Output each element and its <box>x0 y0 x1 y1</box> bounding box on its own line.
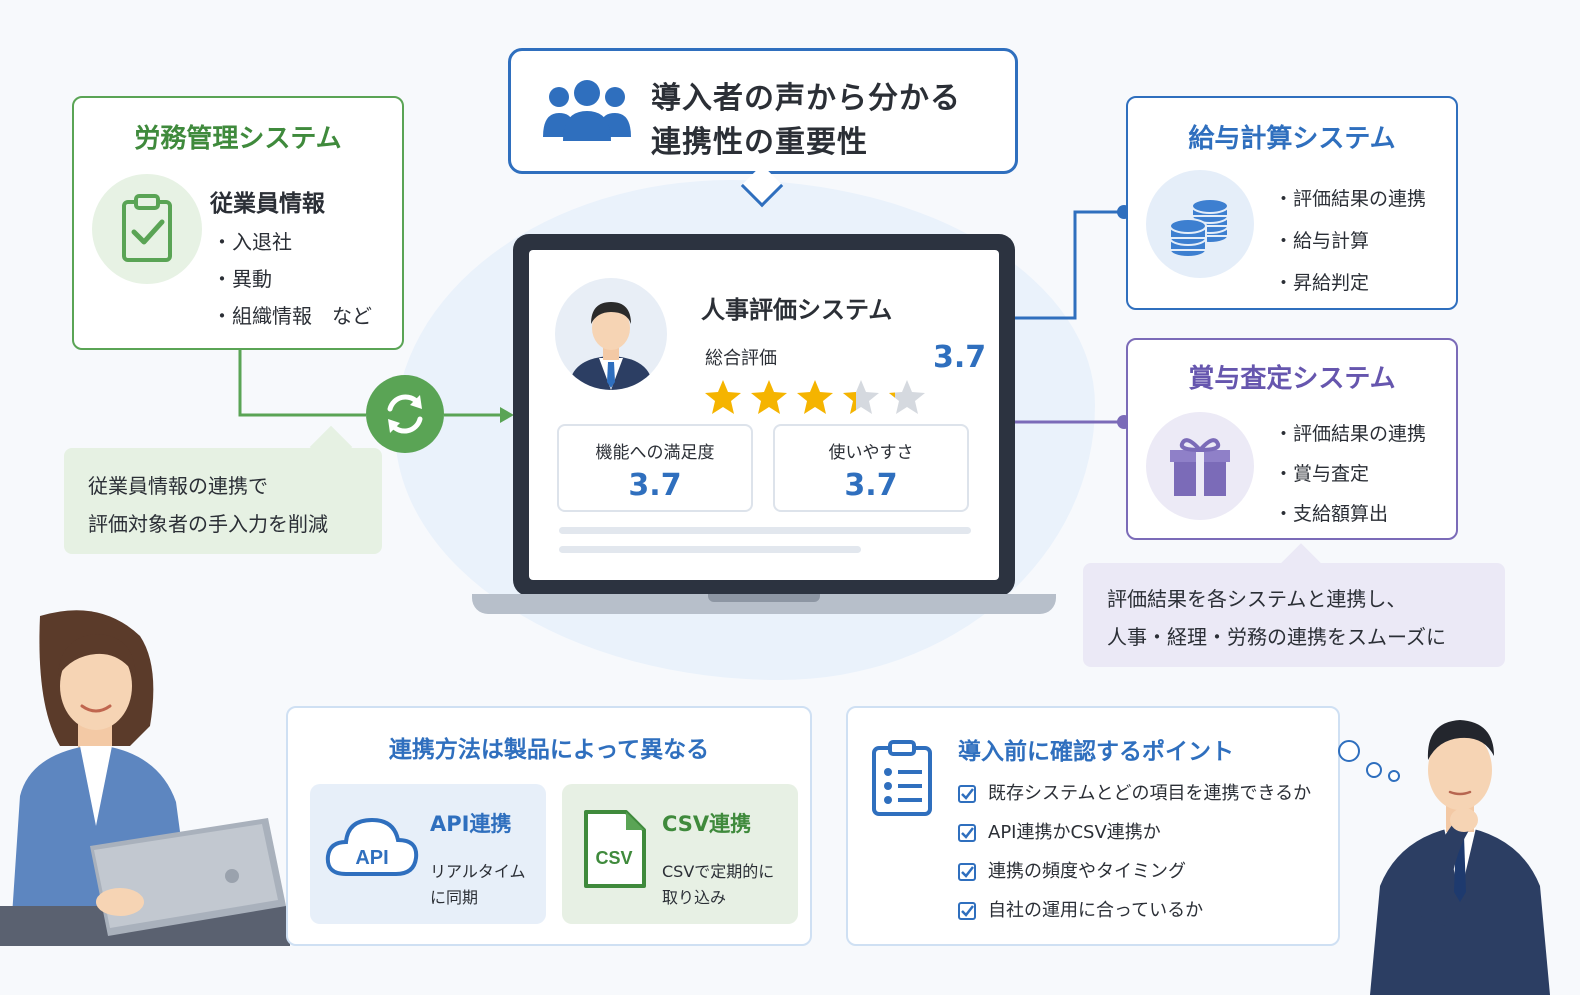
payroll-items: ・評価結果の連携 ・給与計算 ・昇給判定 <box>1274 178 1426 304</box>
checkpoints-card: 導入前に確認するポイント 既存システムとどの項目を連携できるか API連携かCS… <box>846 706 1340 946</box>
page-title-line1: 導入者の声から分かる <box>651 81 961 116</box>
overall-value: 3.7 <box>933 340 987 375</box>
star-rating <box>705 380 925 414</box>
checkpoint-item: 連携の頻度やタイミング <box>956 858 1311 897</box>
checkpoints-title: 導入前に確認するポイント <box>958 739 1234 765</box>
star-icon <box>705 380 741 414</box>
metric-value: 3.7 <box>628 468 682 503</box>
bonus-item: ・賞与査定 <box>1274 463 1370 485</box>
thinking-man-illustration <box>1370 720 1550 995</box>
star-half-icon <box>843 380 879 414</box>
title-bubble: 導入者の声から分かる 連携性の重要性 <box>508 48 1018 208</box>
labor-system-title: 労務管理システム <box>134 124 342 154</box>
metric-label: 使いやすさ <box>828 443 914 463</box>
laptop-screen: 人事評価システム 総合評価 3.7 機能への満足度 3.7 使い <box>513 234 1015 596</box>
checklist-clipboard-icon <box>872 740 932 816</box>
csv-title: CSV連携 <box>662 812 752 836</box>
payroll-item: ・評価結果の連携 <box>1274 188 1427 210</box>
labor-note-line1: 従業員情報の連携で <box>88 474 268 498</box>
star-empty-icon <box>889 380 925 414</box>
checkbox-checked-icon <box>958 824 976 842</box>
bonus-items: ・評価結果の連携 ・賞与査定 ・支給額算出 <box>1274 414 1426 534</box>
methods-title: 連携方法は製品によって異なる <box>388 737 710 763</box>
hr-evaluation-panel: 人事評価システム 総合評価 3.7 機能への満足度 3.7 使い <box>529 250 999 580</box>
checkpoint-text: 連携の頻度やタイミング <box>988 861 1186 882</box>
csv-method: CSV CSV連携 CSVで定期的に 取り込み <box>562 784 798 924</box>
bonus-note-line2: 人事・経理・労務の連携をスムーズに <box>1107 625 1446 649</box>
csv-file-icon: CSV <box>584 810 646 888</box>
thought-bubble-dot <box>1388 770 1400 782</box>
csv-icon-label: CSV <box>595 848 632 868</box>
woman-with-laptop-illustration <box>0 610 290 946</box>
api-method: API API連携 リアルタイム に同期 <box>310 784 546 924</box>
checkbox-checked-icon <box>958 902 976 920</box>
checkpoint-text: 既存システムとどの項目を連携できるか <box>988 783 1312 804</box>
cloud-icon: API <box>325 817 419 876</box>
gift-icon <box>1146 412 1254 520</box>
star-icon <box>797 380 833 414</box>
bonus-system-title: 賞与査定システム <box>1188 364 1396 394</box>
checkbox-checked-icon <box>958 863 976 881</box>
api-desc-line2: に同期 <box>430 888 479 907</box>
metric-satisfaction: 機能への満足度 3.7 <box>557 424 753 512</box>
payroll-system-title: 給与計算システム <box>1188 124 1396 154</box>
hr-system-title: 人事評価システム <box>701 296 893 324</box>
csv-desc-line1: CSVで定期的に <box>662 862 775 881</box>
checkpoint-text: 自社の運用に合っているか <box>988 900 1204 921</box>
clipboard-check-icon <box>92 174 202 284</box>
star-icon <box>751 380 787 414</box>
api-title: API連携 <box>430 812 512 836</box>
placeholder-bar <box>559 546 861 553</box>
bonus-item: ・支給額算出 <box>1274 503 1389 525</box>
bonus-note-line1: 評価結果を各システムと連携し、 <box>1107 587 1407 611</box>
bonus-note: 評価結果を各システムと連携し、 人事・経理・労務の連携をスムーズに <box>1083 563 1505 667</box>
payroll-system-card: 給与計算システム ・評価結果の連携 ・給与計算 ・昇給判定 <box>1126 96 1458 310</box>
laptop-base <box>472 594 1056 614</box>
page-title-line2: 連携性の重要性 <box>651 125 868 160</box>
overall-label: 総合評価 <box>705 348 777 369</box>
thought-bubble-dot <box>1366 762 1382 778</box>
bonus-item: ・評価結果の連携 <box>1274 423 1427 445</box>
metric-usability: 使いやすさ 3.7 <box>773 424 969 512</box>
api-icon-label: API <box>355 847 388 869</box>
labor-item: ・入退社 <box>212 230 292 254</box>
labor-system-card: 労務管理システム 従業員情報 ・入退社 ・異動 ・組織情報 など <box>72 96 404 350</box>
integration-methods-card: 連携方法は製品によって異なる API API連携 リアルタイム に同期 CSV … <box>286 706 812 946</box>
labor-note: 従業員情報の連携で 評価対象者の手入力を削減 <box>64 448 382 554</box>
labor-items: ・入退社 ・異動 ・組織情報 など <box>212 224 372 335</box>
checkpoint-item: API連携かCSV連携か <box>956 819 1311 858</box>
checkpoint-text: API連携かCSV連携か <box>988 822 1161 843</box>
payroll-item: ・給与計算 <box>1274 230 1370 252</box>
checkpoints-list: 既存システムとどの項目を連携できるか API連携かCSV連携か 連携の頻度やタイ… <box>956 780 1311 936</box>
coins-icon <box>1146 170 1254 278</box>
labor-subtitle: 従業員情報 <box>210 191 325 217</box>
thought-bubble-dot <box>1338 740 1360 762</box>
payroll-item: ・昇給判定 <box>1274 272 1370 294</box>
labor-note-line2: 評価対象者の手入力を削減 <box>88 512 328 536</box>
checkpoint-item: 既存システムとどの項目を連携できるか <box>956 780 1311 819</box>
api-desc-line1: リアルタイム <box>430 862 526 881</box>
checkpoint-item: 自社の運用に合っているか <box>956 897 1311 936</box>
labor-item: ・異動 <box>212 267 272 291</box>
bonus-system-card: 賞与査定システム ・評価結果の連携 ・賞与査定 ・支給額算出 <box>1126 338 1458 540</box>
metric-label: 機能への満足度 <box>595 443 715 463</box>
csv-desc-line2: 取り込み <box>662 888 727 907</box>
people-icon <box>543 80 631 141</box>
sync-icon <box>366 375 444 453</box>
metric-value: 3.7 <box>844 468 898 503</box>
avatar <box>555 278 667 390</box>
labor-item: ・組織情報 など <box>212 304 372 328</box>
placeholder-bar <box>559 527 971 534</box>
checkbox-checked-icon <box>958 785 976 803</box>
